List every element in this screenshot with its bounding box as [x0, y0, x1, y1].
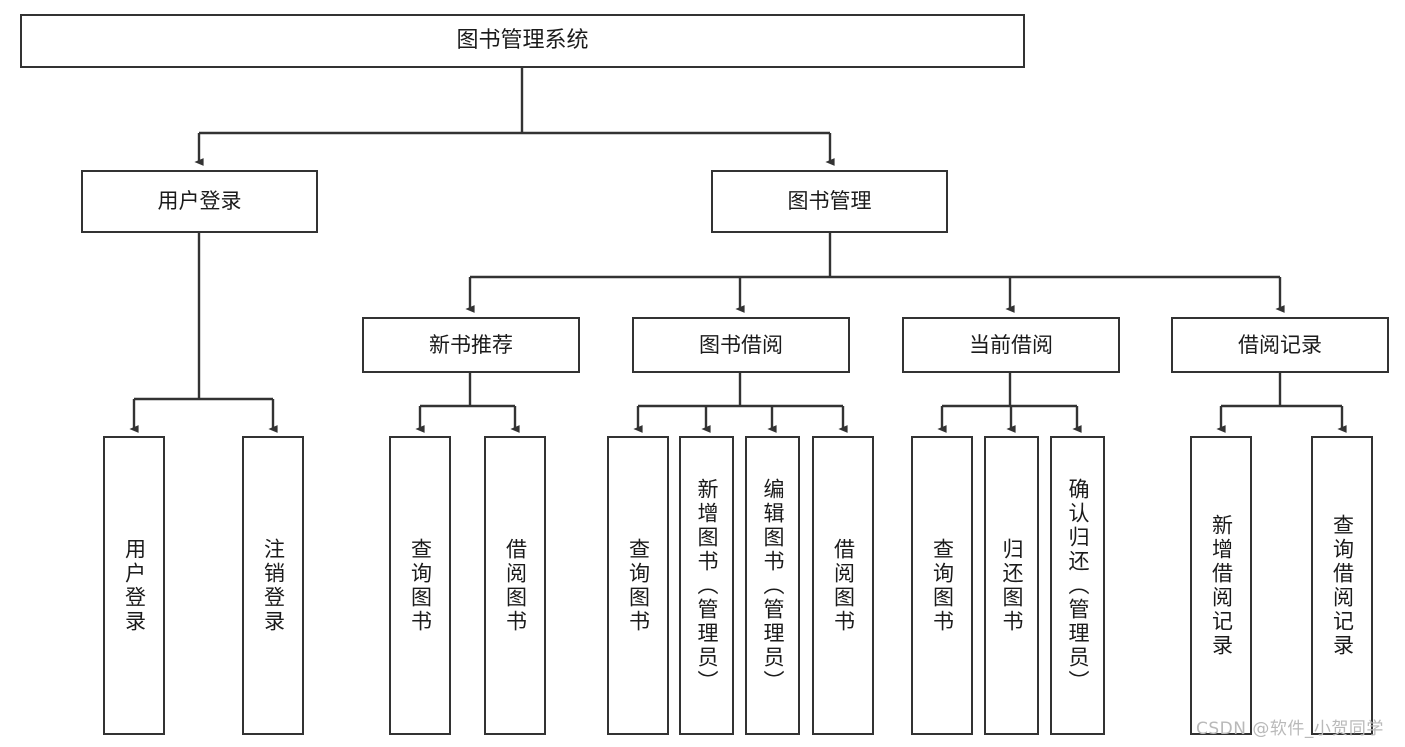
node-leaf-query-record-label: 查询借阅记录: [1330, 513, 1355, 658]
node-leaf-borrow-book-2[interactable]: 借阅图书: [812, 436, 874, 735]
node-borrow-record[interactable]: 借阅记录: [1171, 317, 1389, 373]
node-book-borrow[interactable]: 图书借阅: [632, 317, 850, 373]
node-current-borrow[interactable]: 当前借阅: [902, 317, 1120, 373]
node-user-login-label: 用户登录: [157, 189, 242, 214]
node-new-book-recommend[interactable]: 新书推荐: [362, 317, 580, 373]
node-leaf-logout[interactable]: 注销登录: [242, 436, 304, 735]
node-book-manage[interactable]: 图书管理: [711, 170, 948, 233]
node-leaf-edit-book[interactable]: 编辑图书（管理员）: [745, 436, 800, 735]
node-leaf-borrow-book-1[interactable]: 借阅图书: [484, 436, 546, 735]
node-leaf-borrow-book-2-label: 借阅图书: [831, 537, 856, 634]
node-leaf-user-login[interactable]: 用户登录: [103, 436, 165, 735]
node-book-borrow-label: 图书借阅: [699, 332, 783, 357]
node-new-book-recommend-label: 新书推荐: [429, 332, 513, 357]
node-leaf-add-record[interactable]: 新增借阅记录: [1190, 436, 1252, 735]
node-leaf-edit-book-label: 编辑图书（管理员）: [761, 477, 785, 694]
node-leaf-query-book-1[interactable]: 查询图书: [389, 436, 451, 735]
node-leaf-add-book-label: 新增图书（管理员）: [695, 477, 719, 694]
node-leaf-query-book-1-label: 查询图书: [408, 537, 433, 634]
node-leaf-query-book-2-label: 查询图书: [626, 537, 651, 634]
node-root[interactable]: 图书管理系统: [20, 14, 1025, 68]
node-leaf-confirm-return-label: 确认归还（管理员）: [1066, 477, 1090, 694]
watermark-text: CSDN @软件_小贺同学: [1196, 719, 1384, 739]
node-borrow-record-label: 借阅记录: [1238, 332, 1322, 357]
node-leaf-query-book-2[interactable]: 查询图书: [607, 436, 669, 735]
node-leaf-query-book-3-label: 查询图书: [930, 537, 955, 634]
node-leaf-query-book-3[interactable]: 查询图书: [911, 436, 973, 735]
node-leaf-borrow-book-1-label: 借阅图书: [503, 537, 528, 634]
node-leaf-logout-label: 注销登录: [261, 537, 286, 634]
node-leaf-add-record-label: 新增借阅记录: [1209, 513, 1234, 658]
node-book-manage-label: 图书管理: [787, 189, 872, 214]
node-leaf-return-book-label: 归还图书: [1000, 537, 1024, 634]
node-user-login[interactable]: 用户登录: [81, 170, 318, 233]
node-current-borrow-label: 当前借阅: [969, 332, 1053, 357]
node-leaf-user-login-label: 用户登录: [122, 537, 147, 634]
node-leaf-query-record[interactable]: 查询借阅记录: [1311, 436, 1373, 735]
node-leaf-add-book[interactable]: 新增图书（管理员）: [679, 436, 734, 735]
node-root-label: 图书管理系统: [456, 28, 589, 54]
node-leaf-confirm-return[interactable]: 确认归还（管理员）: [1050, 436, 1105, 735]
node-leaf-return-book[interactable]: 归还图书: [984, 436, 1039, 735]
